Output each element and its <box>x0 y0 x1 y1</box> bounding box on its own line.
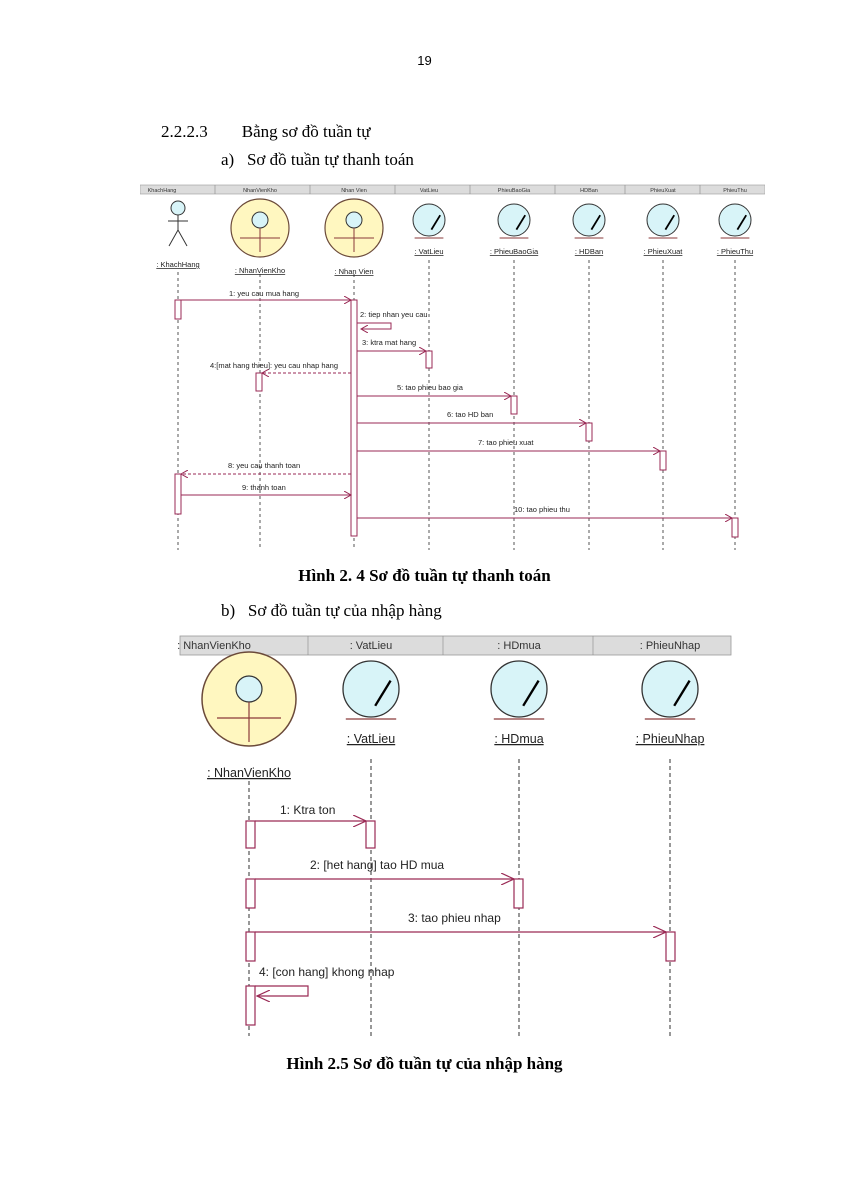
lifeline-label: : KhachHang <box>156 260 199 269</box>
activation-box <box>665 931 676 962</box>
lifeline-label: : PhieuNhap <box>636 732 705 746</box>
message-label: 4:[mat hang thieu]: yeu cau nhap hang <box>210 361 338 370</box>
self-message-arrow <box>357 322 392 329</box>
header-tab-label: HDBan <box>580 188 598 194</box>
entity-icon <box>342 660 400 720</box>
message-label: 3: ktra mat hang <box>362 338 416 347</box>
control-icon <box>201 651 297 747</box>
activation-box <box>245 878 256 909</box>
header-tab-label: VatLieu <box>420 188 438 194</box>
lifeline-label: : NhanVienKho <box>235 266 285 275</box>
lifeline-label: : PhieuThu <box>717 247 753 256</box>
message-label: 8: yeu cau thanh toan <box>228 461 300 470</box>
header-tab-label: : HDmua <box>497 640 541 652</box>
subheading-payment: a) Sơ đồ tuần tự thanh toán <box>221 150 414 169</box>
figure-caption-payment: Hình 2. 4 Sơ đồ tuần tự thanh toán <box>298 566 551 585</box>
lifeline-label: : Nhan Vien <box>334 267 373 276</box>
activation-box <box>731 517 739 538</box>
message-label: 1: yeu cau mua hang <box>229 289 299 298</box>
diagram-header-bar <box>140 184 765 195</box>
lifeline-label: : HDBan <box>575 247 603 256</box>
header-tab-label: : VatLieu <box>350 640 393 652</box>
message-label: 2: [het hang] tao HD mua <box>310 858 444 872</box>
activation-box <box>425 350 433 369</box>
header-tab-label: : NhanVienKho <box>178 640 251 652</box>
lifeline-label: : PhieuBaoGia <box>490 247 539 256</box>
header-tab-label: PhieuXuat <box>650 188 676 194</box>
activation-box <box>245 820 256 849</box>
entity-icon <box>641 660 699 720</box>
header-tab-label: : PhieuNhap <box>640 640 701 652</box>
activation-box <box>510 395 518 415</box>
entity-icon <box>718 203 752 239</box>
activation-box <box>350 299 358 537</box>
message-label: 9: thanh toan <box>242 483 286 492</box>
activation-box <box>365 820 376 849</box>
message-label: 10: tao phieu thu <box>514 505 570 514</box>
lifeline-label: : VatLieu <box>347 732 395 746</box>
message-label: 3: tao phieu nhap <box>408 911 501 925</box>
lifeline-label: : NhanVienKho <box>207 766 291 780</box>
entity-icon <box>572 203 606 239</box>
entity-icon <box>497 203 531 239</box>
header-tab-label: Nhan Vien <box>341 188 367 194</box>
message-label: 6: tao HD ban <box>447 410 493 419</box>
header-tab-label: KhachHang <box>148 188 177 194</box>
import-sequence-diagram: : NhanVienKho : VatLieu : HDmua : PhieuNhap… <box>178 635 732 1036</box>
activation-box <box>513 878 524 909</box>
activation-box <box>174 473 182 515</box>
page-number: 19 <box>417 53 432 68</box>
lifeline-label: : VatLieu <box>414 247 443 256</box>
entity-icon <box>490 660 548 720</box>
activation-box <box>659 450 667 471</box>
entity-icon <box>412 203 446 239</box>
message-label: 4: [con hang] khong nhap <box>259 965 395 979</box>
activation-box <box>245 985 256 1026</box>
entity-icon <box>646 203 680 239</box>
message-label: 5: tao phieu bao gia <box>397 383 464 392</box>
header-tab-label: PhieuBaoGia <box>498 188 531 194</box>
message-label: 7: tao phieu xuat <box>478 438 534 447</box>
lifeline-label: : HDmua <box>494 732 543 746</box>
actor-icon <box>168 200 188 247</box>
self-message-arrow <box>255 985 309 996</box>
message-label: 2: tiep nhan yeu cau <box>360 310 428 319</box>
activation-box <box>174 299 182 320</box>
control-icon <box>324 198 384 258</box>
figure-caption-import: Hình 2.5 Sơ đồ tuần tự của nhập hàng <box>286 1054 563 1073</box>
message-label: 1: Ktra ton <box>280 803 335 817</box>
subheading-import: b) Sơ đồ tuần tự của nhập hàng <box>221 601 442 620</box>
section-heading: 2.2.2.3 Bằng sơ đồ tuần tự <box>161 122 371 141</box>
activation-box <box>255 372 263 392</box>
lifeline-label: : PhieuXuat <box>644 247 684 256</box>
header-tab-label: PhieuThu <box>723 188 747 194</box>
control-icon <box>230 198 290 258</box>
activation-box <box>585 422 593 442</box>
activation-box <box>245 931 256 962</box>
header-tab-label: NhanVienKho <box>243 188 277 194</box>
payment-sequence-diagram: KhachHang NhanVienKho Nhan Vien VatLieu Phie… <box>140 184 765 550</box>
